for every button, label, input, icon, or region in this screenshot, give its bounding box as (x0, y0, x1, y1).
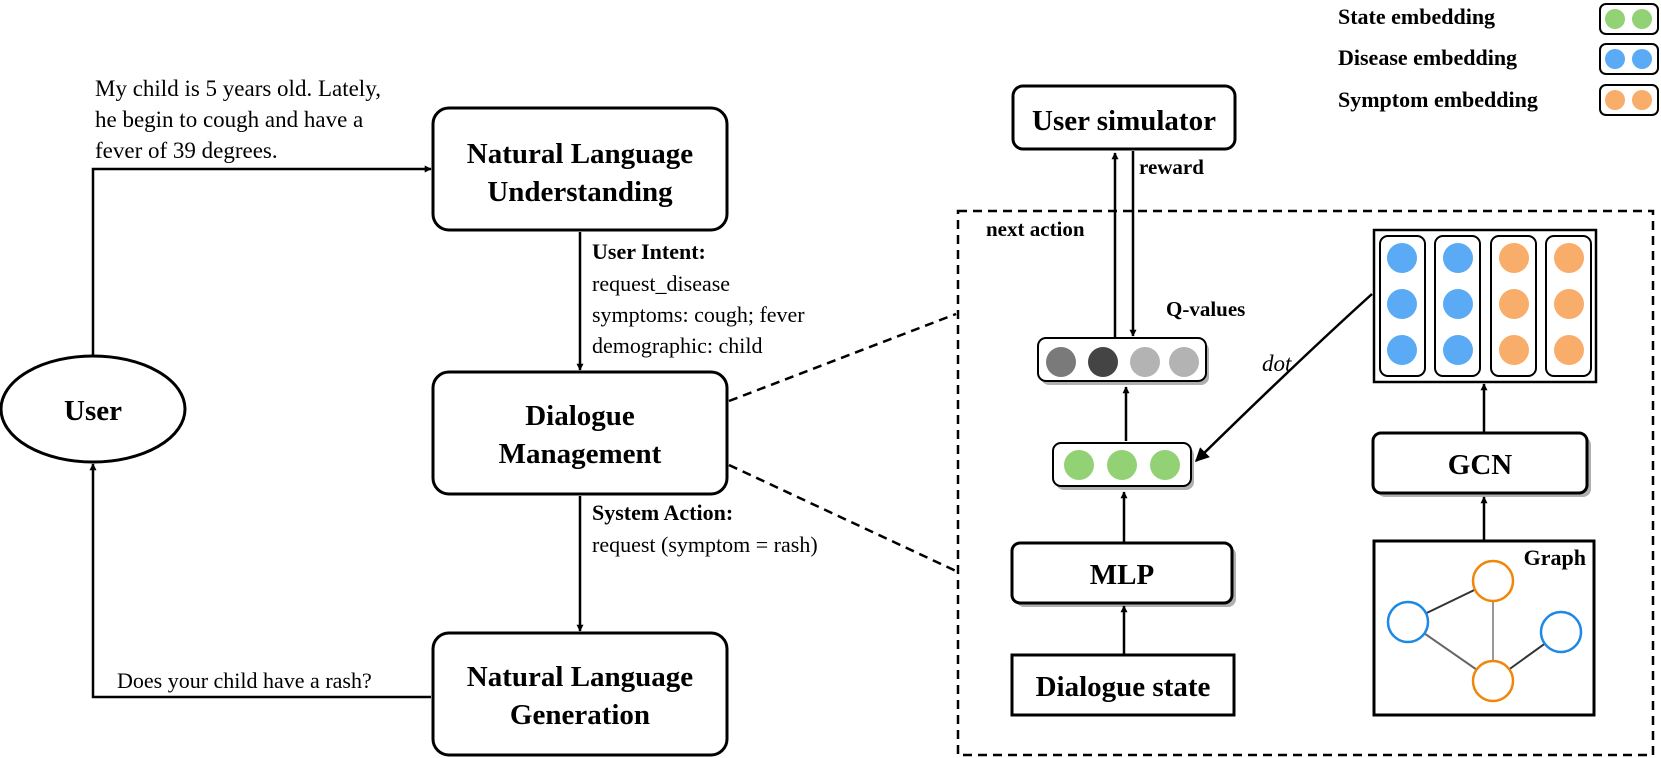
graph-symptom-node-1 (1471, 559, 1515, 603)
nlg-label-line2: Generation (510, 699, 650, 731)
dm-label-line2: Management (499, 438, 662, 470)
user-label: User (64, 395, 122, 427)
legend-state: State embedding (1338, 3, 1659, 35)
dm-label-line1: Dialogue (525, 400, 635, 432)
disease-column-2 (1434, 235, 1481, 377)
embedding-matrix (1372, 228, 1598, 384)
disease-column-1 (1379, 235, 1426, 377)
svg-text:My child is 5 years old. Latel: My child is 5 years old. Lately, (95, 76, 381, 101)
state-dot-1 (1064, 450, 1094, 480)
symptom-column-2 (1545, 235, 1592, 377)
gcn-box: GCN (1371, 431, 1591, 497)
state-embedding-vector (1052, 442, 1194, 490)
mlp-label: MLP (1090, 559, 1154, 591)
symptom-column-1 (1490, 235, 1537, 377)
nlg-label-line1: Natural Language (467, 661, 694, 693)
next-action-label: next action (986, 217, 1085, 241)
mlp-box: MLP (1010, 541, 1236, 607)
svg-text:demographic: child: demographic: child (592, 333, 762, 358)
dm-detail-panel (956, 209, 1655, 757)
nlu-label-line1: Natural Language (467, 138, 694, 170)
svg-text:symptoms: cough; fever: symptoms: cough; fever (592, 302, 805, 327)
state-dot-3 (1150, 450, 1180, 480)
user-intent: User Intent: request_disease symptoms: c… (592, 239, 805, 358)
system-action: System Action: request (symptom = rash) (592, 500, 818, 557)
system-utterance: Does your child have a rash? (117, 668, 372, 693)
q-values-label: Q-values (1166, 297, 1245, 321)
user-utterance: My child is 5 years old. Lately, he begi… (95, 76, 381, 163)
dot-label: dot (1262, 351, 1292, 376)
graph-disease-node-2 (1539, 610, 1583, 654)
legend: State embedding Disease embedding Sympto… (1338, 3, 1659, 116)
legend-disease-label: Disease embedding (1338, 45, 1517, 70)
user-node: User (0, 354, 187, 464)
q-values-vector (1037, 337, 1209, 385)
dm-box: Dialogue Management (431, 370, 729, 496)
q-value-dot-3 (1130, 347, 1160, 377)
legend-disease: Disease embedding (1338, 43, 1659, 75)
nlg-box: Natural Language Generation (431, 631, 729, 757)
nlu-label-line2: Understanding (487, 176, 673, 208)
svg-text:System Action:: System Action: (592, 500, 733, 525)
zoom-line-bottom (728, 463, 957, 573)
legend-symptom: Symptom embedding (1338, 84, 1659, 116)
dialogue-state-label: Dialogue state (1036, 671, 1211, 703)
user-simulator-label: User simulator (1032, 105, 1216, 137)
legend-symptom-label: Symptom embedding (1338, 87, 1538, 112)
svg-text:User Intent:: User Intent: (592, 239, 706, 264)
svg-text:fever of 39 degrees.: fever of 39 degrees. (95, 138, 278, 163)
svg-text:request_disease: request_disease (592, 271, 730, 296)
user-simulator-box: User simulator (1011, 84, 1237, 151)
gcn-label: GCN (1448, 449, 1513, 481)
nlg-to-user-arrow (89, 463, 431, 699)
q-value-dot-2 (1088, 347, 1118, 377)
state-dot-2 (1107, 450, 1137, 480)
user-to-nlu-arrow (91, 165, 432, 357)
q-value-dot-1 (1046, 347, 1076, 377)
graph-box: Graph (1372, 539, 1596, 717)
graph-label: Graph (1524, 545, 1586, 570)
svg-text:request (symptom = rash): request (symptom = rash) (592, 532, 818, 557)
dialogue-state-box: Dialogue state (1010, 653, 1236, 717)
reward-label: reward (1139, 155, 1204, 179)
graph-disease-node-1 (1386, 600, 1430, 644)
svg-text:he begin to cough and have a: he begin to cough and have a (95, 107, 363, 132)
nlu-box: Natural Language Understanding (431, 106, 729, 232)
dot-product-arrow (1195, 293, 1373, 462)
graph-symptom-node-2 (1471, 659, 1515, 703)
legend-state-label: State embedding (1338, 4, 1495, 29)
q-value-dot-4 (1169, 347, 1199, 377)
zoom-line-top (728, 312, 957, 403)
